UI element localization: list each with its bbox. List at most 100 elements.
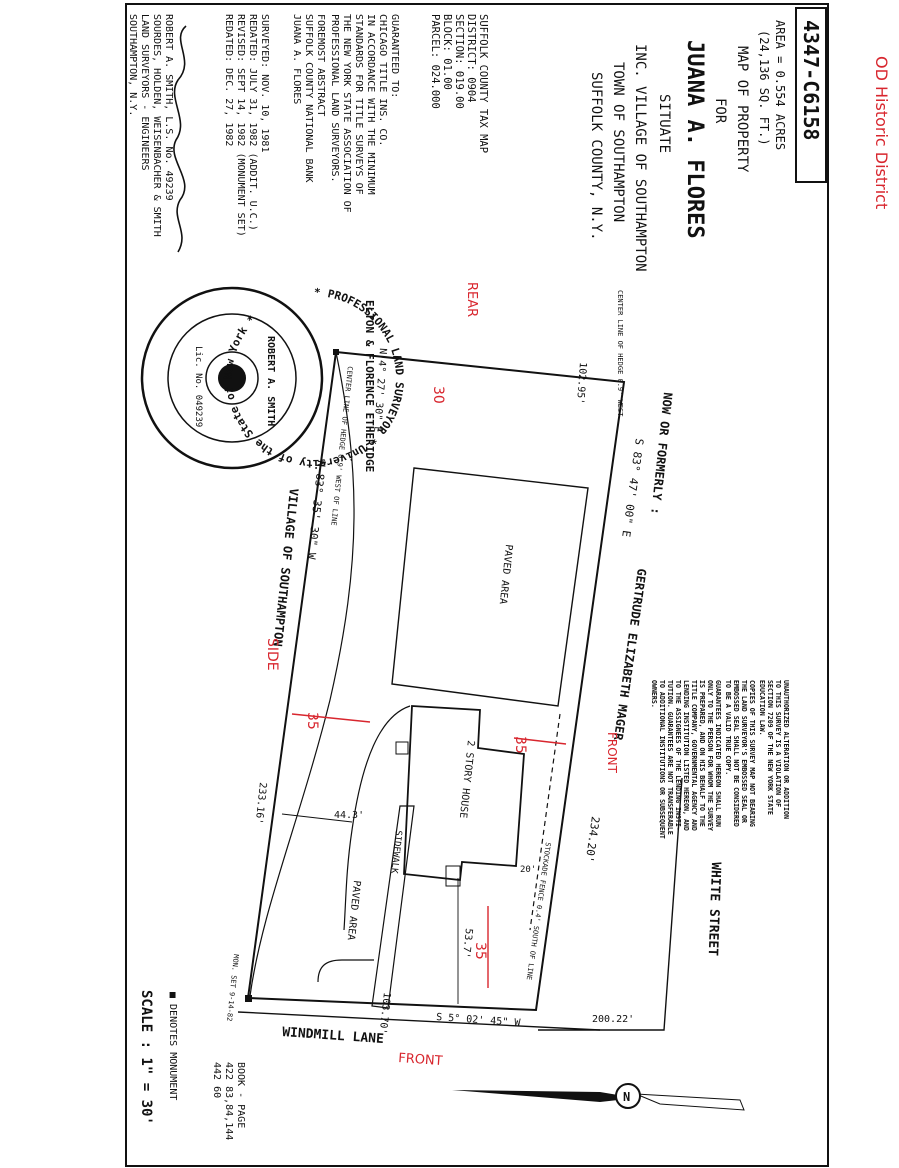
distance-rear: 102.95' xyxy=(574,362,588,405)
notice-line: TO THE ASSIGNEES OF THE LENDING INSTI- xyxy=(674,680,682,831)
distance-front: 103.70' xyxy=(377,992,392,1035)
side-setback-arrow-right xyxy=(513,737,567,745)
guarantees-heading: GUARANTEED TO: xyxy=(389,14,400,98)
notice-line: SECTION 7209 OF THE NEW YORK STATE xyxy=(766,680,774,815)
situate-label: SITUATE xyxy=(656,94,672,153)
owner-name: JUANA A. FLORES xyxy=(682,40,707,239)
surveyor-name: ROBERT A. SMITH, L.S. No. 49239 xyxy=(163,14,174,201)
file-number: 4347-C6158 xyxy=(799,20,823,140)
historic-district-note: OD Historic District xyxy=(872,56,891,209)
dimension-53: 53.7' xyxy=(460,928,474,959)
distance-white: 200.22' xyxy=(592,1014,634,1025)
tax-block: BLOCK: 01.00 xyxy=(441,14,453,90)
street-windmill: WINDMILL LANE xyxy=(282,1025,385,1047)
sidewalk-strip xyxy=(371,805,415,1009)
north-letter: N xyxy=(623,1090,630,1104)
guarantee-line: FOREMOST ABSTRACT xyxy=(315,14,326,116)
notice-line: TUTION. GUARANTEES ARE NOT TRANSFERABLE xyxy=(666,680,674,835)
notice-line: GUARANTEES INDICATED HEREON SHALL RUN xyxy=(714,680,722,827)
paved-area-front-label: PAVED AREA xyxy=(345,880,362,941)
surveyed-date: SURVEYED: NOV. 10, 1981 xyxy=(259,14,270,152)
paved-area-front-edge xyxy=(317,959,374,983)
rear-setback: 30 xyxy=(430,386,446,404)
side-label: SIDE xyxy=(264,638,280,671)
seal-emblem-ring xyxy=(205,351,259,405)
sheet-border xyxy=(125,3,829,1167)
distance-side-1: 234.20' xyxy=(583,816,602,864)
location-county: SUFFOLK COUNTY, N.Y. xyxy=(588,72,604,241)
driveway-edge xyxy=(343,705,411,931)
arrow-tail-icon xyxy=(635,1093,745,1111)
paved-area-rear-label: PAVED AREA xyxy=(497,544,514,605)
bearing-side-1: S 83° 47' 00" E xyxy=(619,438,646,538)
sidewalk-label: SIDEWALK xyxy=(388,830,403,875)
notice-line: EDUCATION LAW. xyxy=(758,680,766,736)
revised-date: REVISED: SEPT 14, 1982 (MONUMENT SET) xyxy=(235,14,246,237)
neighbor-rear: ELTON & FLORENCE ETHERIDGE xyxy=(363,300,376,472)
windmill-lane-line xyxy=(237,1011,601,1031)
dimension-20: 20' xyxy=(520,865,536,875)
north-arrow: N xyxy=(452,1083,745,1111)
tax-district: DISTRICT: 0904 xyxy=(465,14,477,103)
tax-map-block: SUFFOLK COUNTY TAX MAP DISTRICT: 0904 SE… xyxy=(429,14,489,153)
guarantee-line: JUANA A. FLORES xyxy=(291,14,302,104)
tax-parcel: PARCEL: 024.000 xyxy=(429,14,441,109)
notice-block: UNAUTHORIZED ALTERATION OR ADDITION TO T… xyxy=(650,680,790,839)
notice-line: IS PREPARED, AND ON HIS BEHALF TO THE xyxy=(698,680,706,827)
center-hedge-rear: CENTER LINE OF HEDGE 0.9' WEST xyxy=(616,290,624,417)
scale-label: SCALE : 1" = 30' xyxy=(138,990,154,1125)
north-compass-icon xyxy=(615,1083,641,1109)
book-page-row: 442 60 xyxy=(211,1062,222,1098)
bearing-side-2: N 83° 35' 30" W xyxy=(305,460,328,561)
seal-outer-ring xyxy=(140,286,324,470)
guarantee-line: PROFESSIONAL LAND SURVEYORS. xyxy=(329,14,340,183)
rear-label: REAR xyxy=(464,282,479,317)
surveyor-location: SOUTHAMPTON, N.Y. xyxy=(127,14,138,116)
guarantee-line: SUFFOLK COUNTY NATIONAL BANK xyxy=(303,14,314,183)
notice-line: LENDING INSTITUTION LISTED HEREON, AND xyxy=(682,680,690,831)
file-number-box xyxy=(795,7,827,183)
house-label: 2 STORY HOUSE xyxy=(457,740,476,819)
house-outline xyxy=(403,705,525,881)
bearing-front: S 5° 02' 45" W xyxy=(436,1012,522,1029)
street-white: WHITE STREET xyxy=(705,862,723,957)
front-setback: 35 xyxy=(472,942,488,960)
stockade-fence-label: STOCKADE FENCE 0.4' SOUTH OF LINE xyxy=(525,842,552,981)
neighbor-side: GERTRUDE ELIZABETH MAGER xyxy=(611,568,649,742)
book-page-title: BOOK - PAGE xyxy=(235,1062,246,1128)
stockade-fence xyxy=(529,713,561,931)
guarantees-block: GUARANTEED TO: CHICAGO TITLE INS. CO. IN… xyxy=(291,14,400,213)
area-acres: AREA = 0.554 ACRES xyxy=(773,20,787,150)
book-page-row: 422 83,84,144 xyxy=(223,1062,234,1140)
notice-line: TO THIS SURVEY IS A VIOLATION OF xyxy=(774,680,782,807)
notice-line: TITLE COMPANY, GOVERNMENTAL AGENCY AND xyxy=(690,680,698,831)
side-setback-arrow-left xyxy=(291,713,371,723)
surveyor-block: ROBERT A. SMITH, L.S. No. 49239 SOURDES,… xyxy=(127,14,174,237)
guarantee-line: CHICAGO TITLE INS. CO. xyxy=(377,14,388,146)
notice-line: EMBOSSED SEAL SHALL NOT BE CONSIDERED xyxy=(732,680,740,827)
location-town: TOWN OF SOUTHAMPTON xyxy=(610,62,626,222)
notice-line: COPIES OF THIS SURVEY MAP NOT BEARING xyxy=(748,680,756,827)
area-sqft: (24,136 SQ. FT.) xyxy=(757,30,771,146)
for-label: FOR xyxy=(712,98,728,124)
front-yard-label: FRONT xyxy=(605,732,619,774)
dimension-line-44 xyxy=(281,813,353,823)
seal-name: ROBERT A. SMITH xyxy=(265,336,276,426)
dimension-44: 44.3' xyxy=(334,810,364,821)
notice-line: TO BE A VALID TRUE COPY. xyxy=(724,680,732,775)
side-setback-left: 35 xyxy=(304,712,320,730)
map-of-property: MAP OF PROPERTY xyxy=(734,46,750,173)
village-label: VILLAGE OF SOUTHAMPTON xyxy=(270,488,301,648)
title-block: 4347-C6158 AREA = 0.554 ACRES (24,136 SQ… xyxy=(588,7,827,272)
guarantee-line: THE NEW YORK STATE ASSOCIATION OF xyxy=(341,14,352,213)
seal-inner-ring xyxy=(167,313,297,443)
property-plan: ELTON & FLORENCE ETHERIDGE N 4° 27' 30" … xyxy=(225,290,723,1047)
monument-marker xyxy=(333,349,339,355)
house-chimney xyxy=(395,741,409,755)
redated-date-2: REDATED: DEC. 27, 1982 xyxy=(223,14,234,146)
guarantee-line: STANDARDS FOR TITLE SURVEYS OF xyxy=(353,14,364,195)
location-village: INC. VILLAGE OF SOUTHAMPTON xyxy=(632,44,648,272)
hedge-line xyxy=(249,351,355,997)
notice-line: OWNERS. xyxy=(650,680,658,708)
